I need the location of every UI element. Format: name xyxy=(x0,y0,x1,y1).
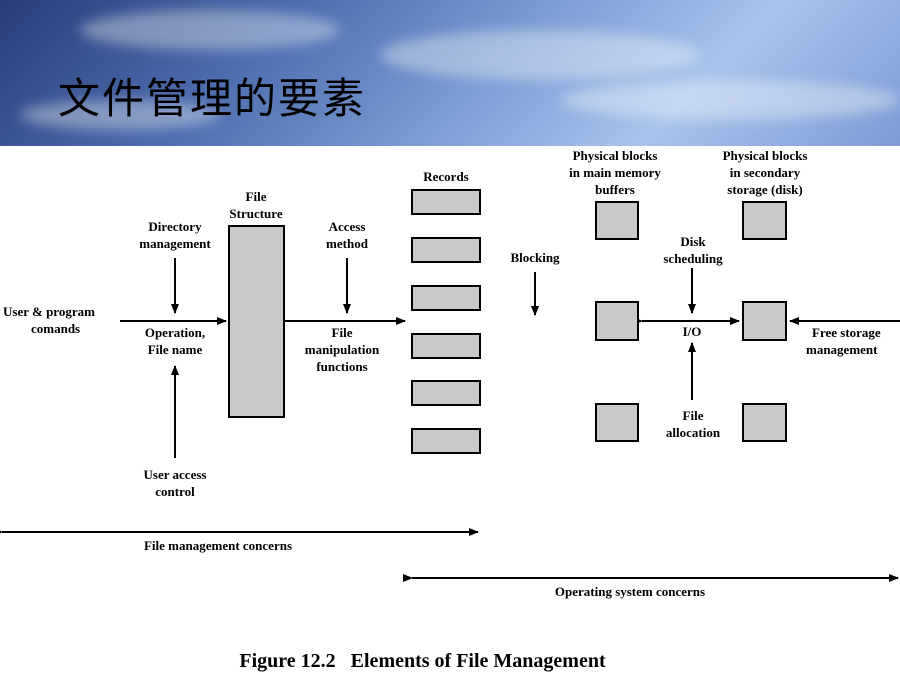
cloud-decoration xyxy=(80,10,340,50)
user-access-control-label: User access control xyxy=(143,467,207,499)
file-structure-label: File Structure xyxy=(229,189,283,221)
file-allocation-label: File allocation xyxy=(665,408,721,440)
free-storage-management-label: Free storage management xyxy=(806,325,881,357)
figure-caption: Figure 12.2 Elements of File Management xyxy=(239,650,606,672)
main-memory-block xyxy=(595,403,639,442)
physical-blocks-main-label: Physical blocks in main memory buffers xyxy=(569,148,661,197)
record-box xyxy=(411,189,481,215)
cloud-decoration xyxy=(560,80,900,120)
main-memory-block xyxy=(595,301,639,341)
secondary-storage-block xyxy=(742,301,787,341)
secondary-storage-block xyxy=(742,403,787,442)
file-management-concerns-label: File management concerns xyxy=(143,538,293,553)
cloud-decoration xyxy=(20,100,220,130)
operating-system-concerns-label: Operating system concerns xyxy=(554,584,706,599)
user-program-commands-label: User & program comands xyxy=(3,304,95,336)
physical-blocks-secondary-label: Physical blocks in secondary storage (di… xyxy=(722,148,808,197)
access-method-label: Access method xyxy=(326,219,368,251)
io-label: I/O xyxy=(682,324,702,339)
slide-header-background: 文件管理的要素 xyxy=(0,0,900,146)
cloud-decoration xyxy=(380,30,700,80)
disk-scheduling-label: Disk scheduling xyxy=(663,234,723,266)
file-manipulation-label: File manipulation functions xyxy=(304,325,380,374)
blocking-label: Blocking xyxy=(510,250,560,265)
main-memory-block xyxy=(595,201,639,240)
record-box xyxy=(411,285,481,311)
operation-file-name-label: Operation, File name xyxy=(144,325,206,357)
record-box xyxy=(411,237,481,263)
record-box xyxy=(411,380,481,406)
slide-title: 文件管理的要素 xyxy=(58,74,367,123)
record-box xyxy=(411,428,481,454)
record-box xyxy=(411,333,481,359)
file-structure-box xyxy=(228,225,285,418)
directory-management-label: Directory management xyxy=(139,219,211,251)
records-label: Records xyxy=(423,169,469,184)
secondary-storage-block xyxy=(742,201,787,240)
